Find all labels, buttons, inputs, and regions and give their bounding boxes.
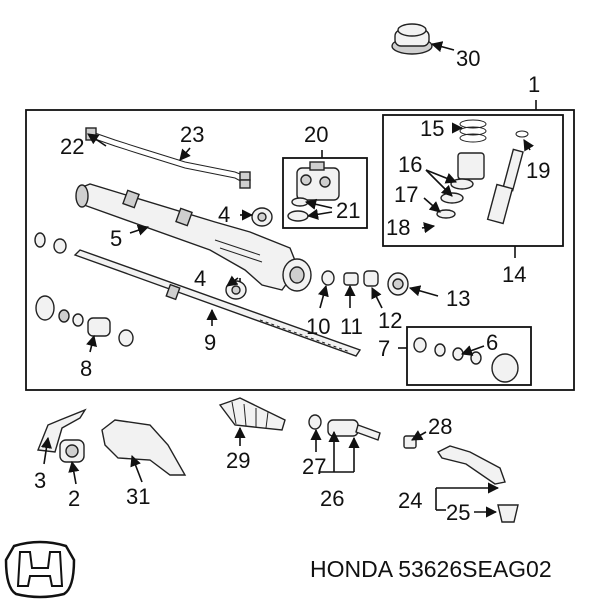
- callout-22: 22: [60, 134, 84, 159]
- callout-21: 21: [336, 198, 360, 223]
- callout-16: 16: [398, 152, 422, 177]
- callout-9: 9: [204, 330, 216, 355]
- callout-26: 26: [320, 486, 344, 511]
- callout-4-lower: 4: [194, 266, 206, 291]
- callout-25: 25: [446, 500, 470, 525]
- callout-13: 13: [446, 286, 470, 311]
- part-25-dust-boot: [497, 504, 519, 523]
- part-9-rack-shaft: [73, 249, 362, 357]
- parts-10-11-12-pieces: [321, 270, 379, 287]
- callout-4-upper: 4: [218, 202, 230, 227]
- callout-7: 7: [378, 336, 390, 361]
- callout-1: 1: [528, 72, 540, 97]
- part-29-bellows-boot: [218, 397, 286, 431]
- part-17-18-seals: [436, 178, 474, 219]
- callout-29: 29: [226, 448, 250, 473]
- callout-14: 14: [502, 262, 526, 287]
- part-28-nut: [403, 435, 417, 449]
- callout-31: 31: [126, 484, 150, 509]
- callout-3: 3: [34, 468, 46, 493]
- callout-10: 10: [306, 314, 330, 339]
- part-20-valve-body: [296, 161, 340, 201]
- seal-kit-frame: [406, 326, 532, 386]
- left-rings: [34, 232, 67, 254]
- brand-name: HONDA: [310, 556, 392, 582]
- callout-19: 19: [526, 158, 550, 183]
- callout-24: 24: [398, 488, 422, 513]
- leader-lines: [40, 41, 537, 518]
- part-2-bushing: [59, 439, 85, 463]
- callout-18: 18: [386, 215, 410, 240]
- main-assembly-frame: [25, 109, 575, 391]
- callout-6: 6: [486, 330, 498, 355]
- part-16-cup: [457, 152, 485, 180]
- part-15-springs: [459, 119, 487, 143]
- part-30-mount-cap: [391, 23, 433, 55]
- honda-h-logo-icon: [4, 540, 76, 599]
- part-26-tie-rod: [308, 414, 381, 441]
- part-31-bracket: [101, 419, 187, 476]
- part-number: 53626SEAG02: [398, 556, 552, 582]
- callout-20: 20: [304, 122, 328, 147]
- part-19-pinion-shaft: [486, 130, 529, 225]
- callout-8: 8: [80, 356, 92, 381]
- callout-27: 27: [302, 454, 326, 479]
- callout-5: 5: [110, 226, 122, 251]
- callout-30: 30: [456, 46, 480, 71]
- pinion-kit-frame: [382, 114, 564, 247]
- callout-28: 28: [428, 414, 452, 439]
- part-22-23-pipes: [85, 127, 251, 189]
- footer-part-label: HONDA 53626SEAG02: [310, 556, 552, 583]
- callout-12: 12: [378, 308, 402, 333]
- callout-23: 23: [180, 122, 204, 147]
- part-8-end-bushing: [35, 295, 134, 347]
- callout-17: 17: [394, 182, 418, 207]
- part-7-seal-kit-rings: [413, 337, 519, 383]
- part-4-bushing-upper: [251, 207, 273, 227]
- callout-11: 11: [340, 314, 363, 339]
- part-5-rack-housing: [75, 183, 312, 292]
- valve-body-frame: [282, 157, 368, 229]
- part-21-washers: [287, 197, 309, 222]
- part-13-plug: [387, 272, 409, 296]
- callout-15: 15: [420, 116, 444, 141]
- part-24-tie-rod-end: [436, 445, 506, 485]
- callout-labels: 1 30 22 23 20 4 5 21 15 16 17 18 19 14 4…: [34, 46, 550, 525]
- callout-2: 2: [68, 486, 80, 511]
